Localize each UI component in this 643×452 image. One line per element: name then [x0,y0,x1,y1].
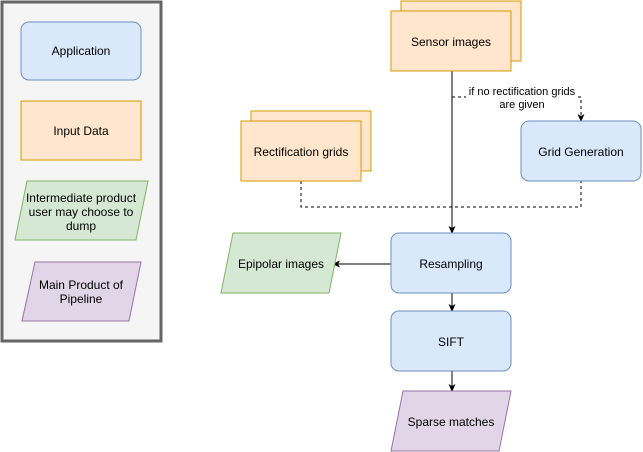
sift-shape [390,310,512,372]
legend-intermediate-shape [14,180,149,241]
node-sparse-matches: Sparse matches [390,390,512,452]
legend-intermediate-line-2: user may choose to [29,205,134,219]
legend-intermediate-line-1: Intermediate product [26,191,137,205]
legend-main-product-shape [21,261,142,322]
grid-generation-label: Grid Generation [538,145,623,159]
epipolar-images-label: Epipolar images [238,257,324,271]
node-sensor-images: Sensor images [390,0,522,72]
grid-generation-shape [520,120,642,182]
epipolar-images-shape [220,232,342,294]
rectification-grids-front-sheet [240,120,362,182]
sensor-images-front-sheet [390,10,512,72]
edge-label-no-grids: if no rectification grids are given [466,85,578,111]
resampling-label: Resampling [419,257,482,271]
legend-application-shape [20,21,142,81]
sparse-matches-label: Sparse matches [408,415,495,429]
legend-main-product-line-2: Pipeline [60,292,103,306]
legend-intermediate-line-3: dump [66,219,96,233]
legend-input-data-label: Input Data [53,124,109,138]
edge-label-line-2: are given [499,99,544,111]
edge-label-line-1: if no rectification grids [469,86,576,98]
node-rectification-grids: Rectification grids [240,110,372,182]
sift-label: SIFT [438,335,465,349]
sensor-images-label: Sensor images [411,35,491,49]
edge-label-background [466,85,578,109]
rectification-grids-label: Rectification grids [254,145,349,159]
legend-panel: Application Input Data Intermediate prod… [0,0,163,343]
edge-grids-to-resampling [300,181,582,208]
node-resampling: Resampling [390,232,512,294]
sparse-matches-shape [390,390,512,452]
legend-application-label: Application [52,44,111,58]
legend-intermediate-product: Intermediate product user may choose to … [14,180,149,241]
resampling-shape [390,232,512,294]
legend-application: Application [20,21,142,81]
node-sift: SIFT [390,310,512,372]
node-epipolar-images: Epipolar images [220,232,342,294]
legend-input-data-shape [20,100,142,161]
legend-main-product: Main Product of Pipeline [21,261,142,322]
legend-input-data: Input Data [20,100,142,161]
node-grid-generation: Grid Generation [520,120,642,182]
legend-main-product-line-1: Main Product of [39,278,124,292]
